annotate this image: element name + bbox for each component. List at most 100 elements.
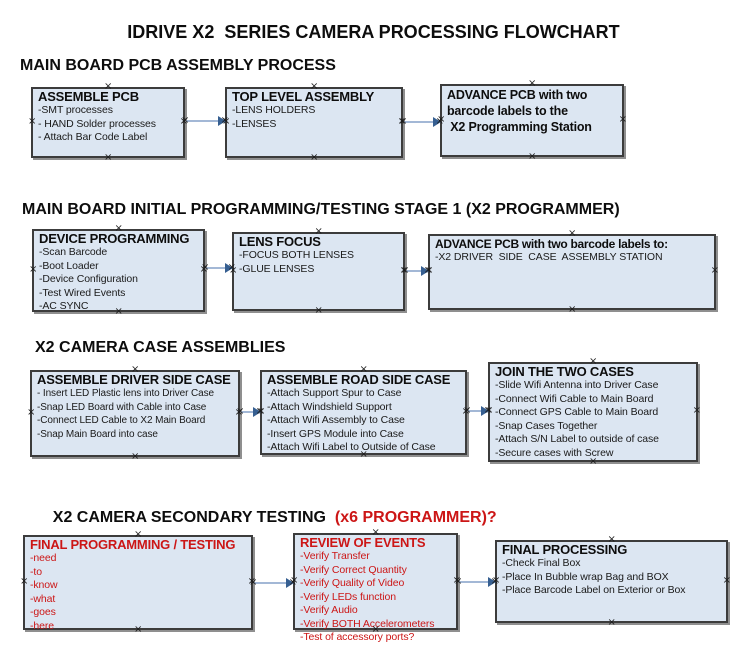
arrowhead-icon <box>286 578 294 588</box>
flow-box-join-the-two-cases[interactable]: JOIN THE TWO CASES -Slide Wifi Antenna i… <box>485 357 701 467</box>
flow-box-assemble-pcb[interactable]: ASSEMBLE PCB -SMT processes- HAND Solder… <box>28 82 188 163</box>
box-item: -Snap Main Board into case <box>37 428 158 440</box>
connection-handle-icon: × <box>710 265 719 276</box>
box-item: -X2 DRIVER SIDE CASE ASSEMBLY STATION <box>435 251 663 263</box>
box-items: -need-to-know-what-goes-here <box>30 552 247 633</box>
box-item: -SMT processes <box>38 104 113 116</box>
box-item: -LENS HOLDERS <box>232 104 316 116</box>
section-heading-pcb-assembly: MAIN BOARD PCB ASSEMBLY PROCESS <box>20 57 336 74</box>
box-title: DEVICE PROGRAMMING <box>39 231 190 246</box>
connector-arrow[interactable]: ×× <box>399 116 444 128</box>
box-items: -LENS HOLDERS-LENSES <box>232 104 397 131</box>
connection-handle-icon: × <box>310 152 319 163</box>
connector-arrow[interactable]: ×× <box>236 406 264 418</box>
box-item: -Attach Support Spur to Case <box>267 387 402 399</box>
connector-arrow[interactable]: ×× <box>201 262 236 274</box>
box-item: -Scan Barcode <box>39 246 108 258</box>
box-item: -Verify Quality of Video <box>300 577 405 589</box>
box-item: -Slide Wifi Antenna into Driver Case <box>495 379 659 391</box>
flow-box-advance-pcb-driver-station[interactable]: ADVANCE PCB with two barcode labels to: … <box>425 229 719 315</box>
connection-handle-icon: × <box>104 152 113 163</box>
flow-box-device-programming[interactable]: DEVICE PROGRAMMING -Scan Barcode-Boot Lo… <box>29 224 208 317</box>
connector-arrow[interactable]: ×× <box>249 577 297 589</box>
flow-box-final-programming-testing[interactable]: FINAL PROGRAMMING / TESTING -need-to-kno… <box>20 530 256 635</box>
arrowhead-icon <box>218 116 226 126</box>
connection-handle-icon: × <box>607 617 616 628</box>
connection-handle-icon: × <box>28 115 37 127</box>
connection-handle-icon: × <box>528 151 537 162</box>
section-heading-secondary-testing: X2 CAMERA SECONDARY TESTING (x6 PROGRAMM… <box>35 491 497 545</box>
flow-box-assemble-road-side-case[interactable]: ASSEMBLE ROAD SIDE CASE -Attach Support … <box>257 365 470 460</box>
box-item: -Place Barcode Label on Exterior or Box <box>502 584 686 596</box>
arrowhead-icon <box>488 577 496 587</box>
section-heading-case-assemblies: X2 CAMERA CASE ASSEMBLIES <box>35 339 286 356</box>
box-title: FINAL PROGRAMMING / TESTING <box>30 537 236 552</box>
connection-handle-icon: × <box>20 575 29 587</box>
box-item: -Attach Wifi Assembly to Case <box>267 414 405 426</box>
box-item: -Connect GPS Cable to Main Board <box>495 406 659 418</box>
connector-arrow[interactable]: ×× <box>181 115 229 127</box>
arrowhead-icon <box>481 406 489 416</box>
box-item: -goes <box>30 606 56 618</box>
box-item: -here <box>30 619 55 632</box>
flow-box-advance-pcb-programming-station[interactable]: ADVANCE PCB with two barcode labels to t… <box>437 79 627 162</box>
box-item: -GLUE LENSES <box>239 262 315 275</box>
box-title: ASSEMBLE DRIVER SIDE CASE <box>37 372 231 387</box>
box-title: ADVANCE PCB with two barcode labels to: <box>435 237 668 251</box>
box-item: -Connect Wifi Cable to Main Board <box>495 392 654 405</box>
box-item: -Verify LEDs function <box>300 590 396 603</box>
connector-arrow[interactable]: ×× <box>463 405 492 417</box>
box-item: -to <box>30 565 42 578</box>
box-title: REVIEW OF EVENTS <box>300 535 426 550</box>
arrowhead-icon <box>421 266 429 276</box>
connector-arrow[interactable]: ×× <box>454 576 499 588</box>
heading-black-part: X2 CAMERA SECONDARY TESTING <box>52 509 335 526</box>
box-items: -Slide Wifi Antenna into Driver Case-Con… <box>495 379 692 460</box>
arrowhead-icon <box>225 263 233 273</box>
connector-line <box>241 411 254 413</box>
box-item: -Attach Windshield Support <box>267 400 392 413</box>
box-item: -Secure cases with Screw <box>495 446 614 459</box>
flow-box-top-level-assembly[interactable]: TOP LEVEL ASSEMBLY -LENS HOLDERS-LENSES … <box>222 82 406 163</box>
connector-line <box>254 582 287 584</box>
connector-line <box>459 581 489 583</box>
connection-handle-icon: × <box>618 113 627 125</box>
box-title: ASSEMBLE PCB <box>38 89 139 104</box>
box-title: ADVANCE PCB with two barcode labels to t… <box>447 88 592 134</box>
box-item: -Device Configuration <box>39 273 138 285</box>
connection-handle-icon: × <box>692 405 701 416</box>
flow-box-final-processing[interactable]: FINAL PROCESSING -Check Final Box-Place … <box>492 535 731 628</box>
box-item: - Attach Bar Code Label <box>38 131 148 143</box>
box-item: -LENSES <box>232 117 277 130</box>
box-item: -Test Wired Events <box>39 286 126 299</box>
box-item: -AC SYNC <box>39 300 89 312</box>
box-item: - HAND Solder processes <box>38 117 156 130</box>
box-items: -Attach Support Spur to Case-Attach Wind… <box>267 387 461 455</box>
box-item: -Snap LED Board with Cable into Case <box>37 401 207 413</box>
box-items: -FOCUS BOTH LENSES-GLUE LENSES <box>239 249 399 276</box>
box-item: -Verify Correct Quantity <box>300 563 407 576</box>
box-title: TOP LEVEL ASSEMBLY <box>232 89 375 104</box>
box-items: -SMT processes- HAND Solder processes- A… <box>38 104 179 145</box>
box-item: -FOCUS BOTH LENSES <box>239 249 354 261</box>
connector-arrow[interactable]: ×× <box>401 265 432 277</box>
box-item: -Test of accessory ports? <box>300 631 415 643</box>
flow-box-lens-focus[interactable]: LENS FOCUS -FOCUS BOTH LENSES-GLUE LENSE… <box>229 227 408 316</box>
page-title: IDRIVE X2 SERIES CAMERA PROCESSING FLOWC… <box>127 22 620 42</box>
box-items: -Check Final Box-Place In Bubble wrap Ba… <box>502 557 722 598</box>
box-items: -Verify Transfer-Verify Correct Quantity… <box>300 550 452 645</box>
box-item: -Place In Bubble wrap Bag and BOX <box>502 570 669 583</box>
connection-handle-icon: × <box>722 574 731 586</box>
box-title: ASSEMBLE ROAD SIDE CASE <box>267 372 451 387</box>
box-item: -Snap Cases Together <box>495 419 598 432</box>
connector-line <box>468 410 482 412</box>
flow-box-review-of-events[interactable]: REVIEW OF EVENTS -Verify Transfer-Verify… <box>290 528 461 644</box>
box-title: FINAL PROCESSING <box>502 542 628 557</box>
flow-box-assemble-driver-side-case[interactable]: ASSEMBLE DRIVER SIDE CASE - Insert LED P… <box>27 365 243 462</box>
box-title: JOIN THE TWO CASES <box>495 364 634 379</box>
box-item: -know <box>30 579 58 591</box>
box-item: -what <box>30 592 56 605</box>
connection-handle-icon: × <box>314 305 323 316</box>
box-item: -Verify Transfer <box>300 550 370 562</box>
